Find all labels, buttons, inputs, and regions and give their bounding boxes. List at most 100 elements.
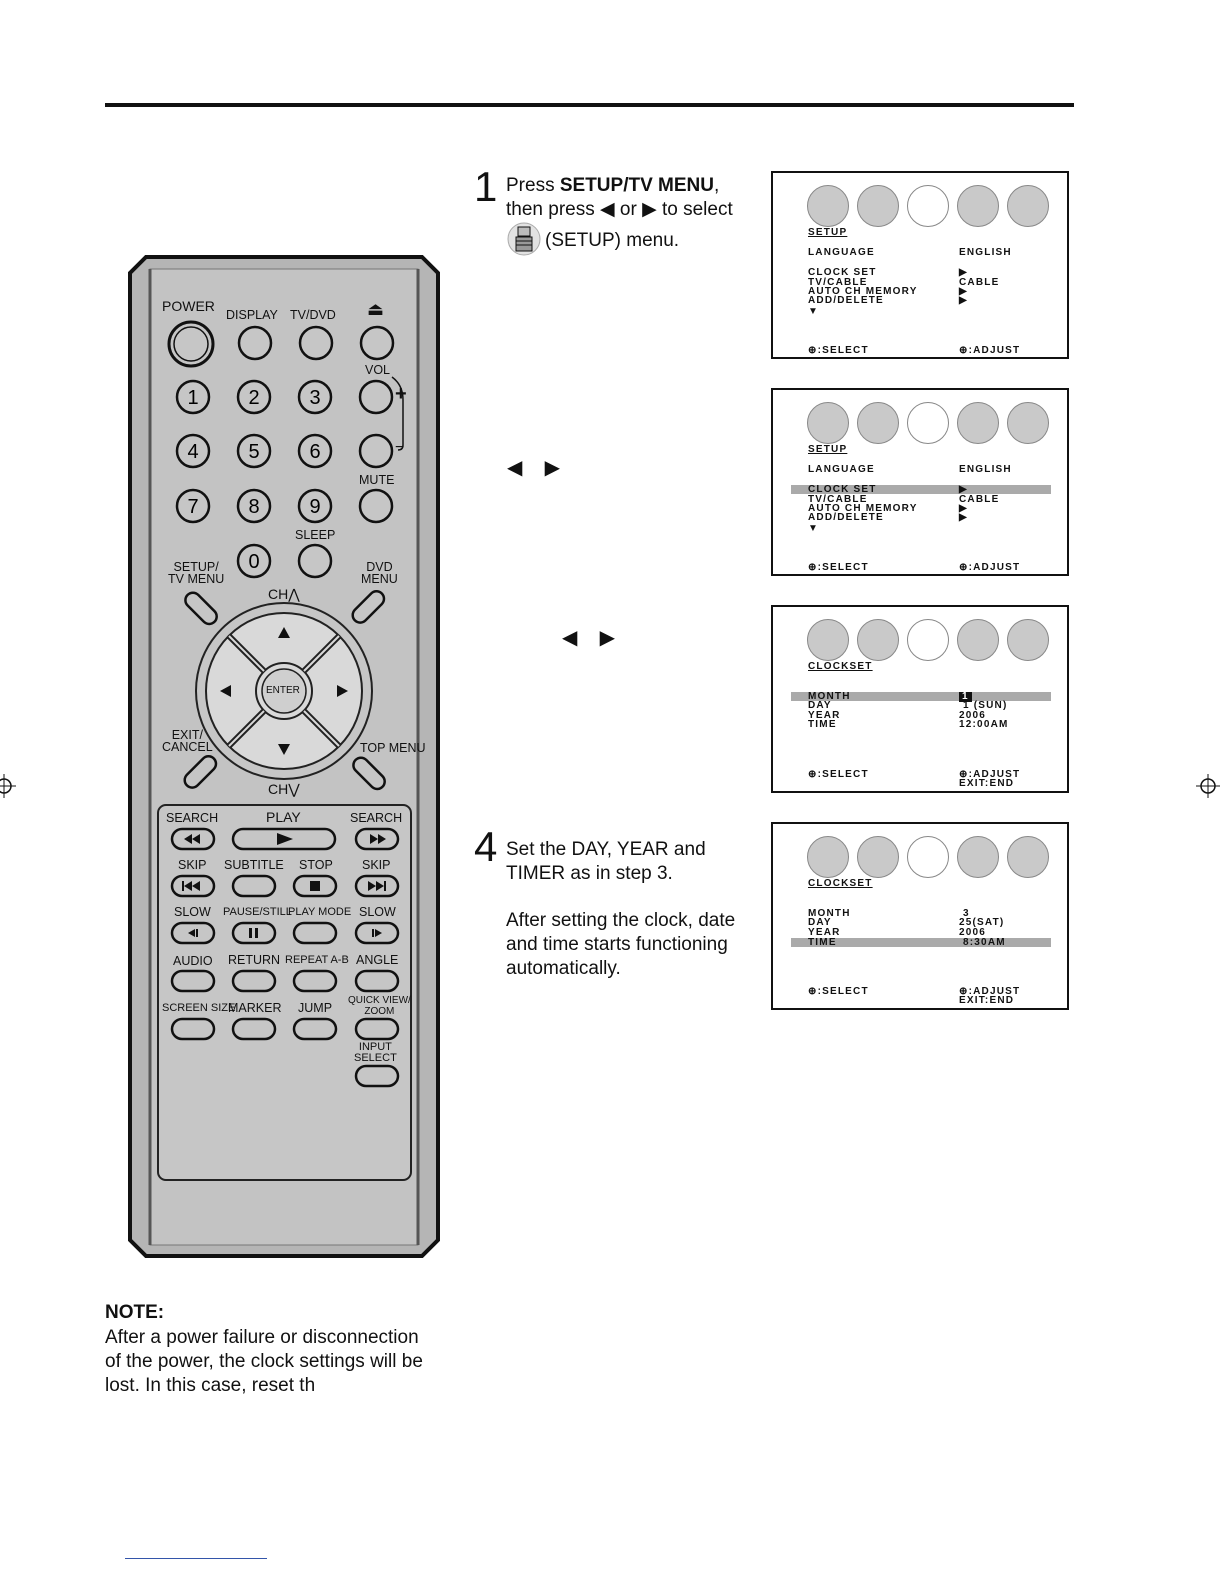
mute-label: MUTE (359, 473, 395, 487)
osd-screen-clockset-done: CLOCKSET MONTH 3 DAY 25(SAT) YEAR 2006 T… (771, 822, 1069, 1010)
note-body: After a power failure or disconnection o… (105, 1326, 445, 1398)
osd-row-value: 2006 (959, 710, 987, 721)
power-button[interactable] (166, 319, 216, 369)
osd-row-label: DAY (808, 700, 832, 711)
quick-view-zoom-label: QUICK VIEW/ZOOM (348, 995, 411, 1017)
osd-screen-setup: SETUP LANGUAGE ENGLISH CLOCK SET ▶ TV/CA… (771, 171, 1069, 359)
osd-row-label: TIME (808, 719, 837, 730)
play-mode-label: PLAY MODE (288, 906, 352, 918)
search-fwd-button[interactable] (354, 827, 400, 851)
svg-text:2: 2 (248, 387, 259, 409)
quick-view-zoom-button[interactable] (354, 1017, 400, 1041)
osd-row-label: TV/CABLE (808, 494, 868, 505)
ch-down-label: CH⋁ (268, 781, 300, 797)
step-1-suffix: , (713, 175, 720, 196)
digit-0-button[interactable]: 0 (234, 541, 274, 581)
setup-menu-icon (907, 185, 949, 227)
angle-label: ANGLE (356, 953, 399, 967)
tools-menu-icon (957, 836, 999, 878)
vol-minus-icon: − (395, 439, 405, 456)
step-1-line3: (SETUP) menu. (545, 230, 680, 251)
osd-title: SETUP (808, 444, 848, 455)
repeat-ab-button[interactable] (292, 969, 338, 993)
eject-button[interactable] (357, 323, 397, 363)
setup-label-line2: TV MENU (168, 572, 225, 586)
osd-highlight-bar (791, 692, 1051, 701)
osd-screen-setup-clock-highlight: SETUP LANGUAGE ENGLISH CLOCK SET ▶ TV/CA… (771, 388, 1069, 576)
osd-row-label: YEAR (808, 710, 841, 721)
svg-text:6: 6 (309, 441, 320, 463)
power-label: POWER (162, 298, 215, 314)
slow-fwd-button[interactable] (354, 921, 400, 945)
vol-down-button[interactable] (356, 431, 396, 471)
osd-row-value: CABLE (959, 277, 1000, 288)
input-select-button[interactable] (354, 1064, 400, 1088)
svg-text:3: 3 (309, 387, 320, 409)
osd-select-hint: ⊕:SELECT (808, 345, 869, 356)
jump-button[interactable] (292, 1017, 338, 1041)
digit-4-button[interactable]: 4 (173, 431, 213, 471)
osd-row-value: ▶ (959, 484, 968, 495)
play-mode-button[interactable] (292, 921, 338, 945)
angle-button[interactable] (354, 969, 400, 993)
osd-row-label: TIME (808, 937, 837, 948)
digit-8-button[interactable]: 8 (234, 486, 274, 526)
stop-button[interactable] (292, 874, 338, 898)
left-arrow-icon: ◀ (507, 457, 523, 479)
osd-row-value: 12:00AM (959, 719, 1009, 730)
subtitle-button[interactable] (231, 874, 277, 898)
vol-plus-icon: + (395, 383, 407, 405)
ch-up-label: CH⋀ (268, 586, 300, 602)
digit-5-button[interactable]: 5 (234, 431, 274, 471)
digit-7-button[interactable]: 7 (173, 486, 213, 526)
setup-tv-menu-label: SETUP/TV MENU (168, 561, 225, 586)
display-label: DISPLAY (226, 308, 278, 322)
mute-button[interactable] (356, 486, 396, 526)
menu-icon-row (807, 185, 1049, 227)
sleep-button[interactable] (295, 541, 335, 581)
play-label: PLAY (266, 809, 301, 825)
osd-row-label: CLOCK SET (808, 484, 877, 495)
audio-menu-icon (857, 402, 899, 444)
play-button[interactable] (231, 827, 337, 851)
digit-6-button[interactable]: 6 (295, 431, 335, 471)
dvd-label-line2: MENU (361, 572, 398, 586)
setup-tv-menu-button[interactable] (178, 588, 222, 628)
ch-down-button[interactable] (248, 727, 320, 767)
display-button[interactable] (235, 323, 275, 363)
return-button[interactable] (231, 969, 277, 993)
exit-cancel-button[interactable] (178, 753, 222, 793)
marker-button[interactable] (231, 1017, 277, 1041)
skip-fwd-button[interactable] (354, 874, 400, 898)
vol-up-button[interactable] (356, 377, 396, 417)
svg-text:8: 8 (248, 496, 259, 518)
jump-label: JUMP (298, 1001, 333, 1015)
ch-up-button[interactable] (248, 615, 320, 655)
osd-row-value: ▶ (959, 503, 968, 514)
search-rev-button[interactable] (170, 827, 216, 851)
right-button[interactable] (322, 655, 362, 727)
top-menu-button[interactable] (346, 753, 390, 793)
pause-still-button[interactable] (231, 921, 277, 945)
enter-button[interactable]: ENTER (266, 685, 300, 696)
audio-button[interactable] (170, 969, 216, 993)
slow-back-button[interactable] (170, 921, 216, 945)
left-button[interactable] (206, 655, 246, 727)
dvd-menu-button[interactable] (346, 588, 390, 628)
setup-menu-icon (507, 222, 541, 256)
digit-2-button[interactable]: 2 (234, 377, 274, 417)
step-number: 1 (474, 163, 498, 210)
digit-3-button[interactable]: 3 (295, 377, 335, 417)
screen-size-button[interactable] (170, 1017, 216, 1041)
digit-1-button[interactable]: 1 (173, 377, 213, 417)
pause-still-label: PAUSE/STILL (223, 906, 292, 918)
step-2-arrows: ◀ ▶ (507, 455, 560, 480)
footer-rule (125, 1558, 267, 1559)
top-rule (105, 103, 1074, 107)
skip-back-button[interactable] (170, 874, 216, 898)
note-line: After a power failure or disconnection (105, 1327, 419, 1348)
step-1-text: Press SETUP/TV MENU, then press ◀ or ▶ t… (506, 174, 756, 222)
tvdvd-button[interactable] (296, 323, 336, 363)
digit-9-button[interactable]: 9 (295, 486, 335, 526)
